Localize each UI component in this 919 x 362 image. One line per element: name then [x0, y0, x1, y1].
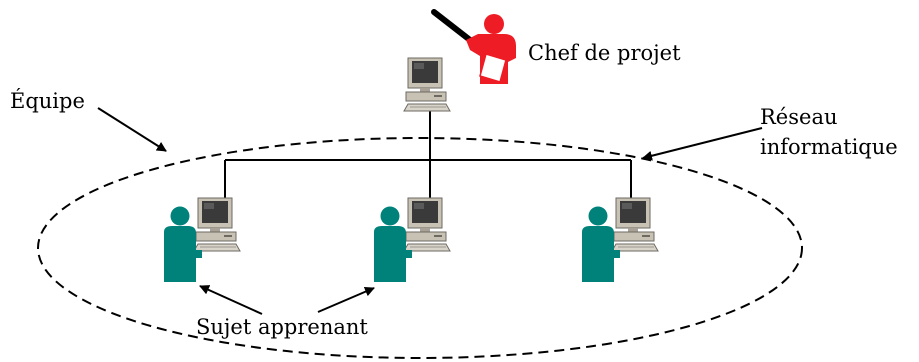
computer-icon [193, 197, 241, 252]
chef-de-projet-label: Chef de projet [528, 41, 681, 65]
team-ellipse [37, 137, 803, 359]
equipe-label: Équipe [10, 89, 85, 113]
reseau-label-line2: informatique [760, 135, 898, 159]
sujet-arrow-left [199, 285, 263, 315]
network-lines [224, 108, 632, 198]
presenter-figure-icon [431, 9, 516, 84]
sujet-apprenant-label: Sujet apprenant [196, 315, 368, 339]
learner-station-middle [374, 197, 451, 282]
learner-station-right [582, 197, 659, 282]
reseau-label-line1: Réseau [760, 105, 838, 129]
reseau-arrow [642, 127, 763, 161]
arrows [97, 107, 763, 315]
learner-figure-icon [164, 206, 202, 282]
equipe-arrow [97, 107, 167, 152]
learner-station-left [164, 197, 241, 282]
sujet-arrow-right [317, 286, 375, 313]
learner-figure-icon [374, 206, 412, 282]
learner-figure-icon [582, 206, 620, 282]
computer-icon [403, 57, 451, 112]
computer-icon [611, 197, 659, 252]
computer-icon [403, 197, 451, 252]
